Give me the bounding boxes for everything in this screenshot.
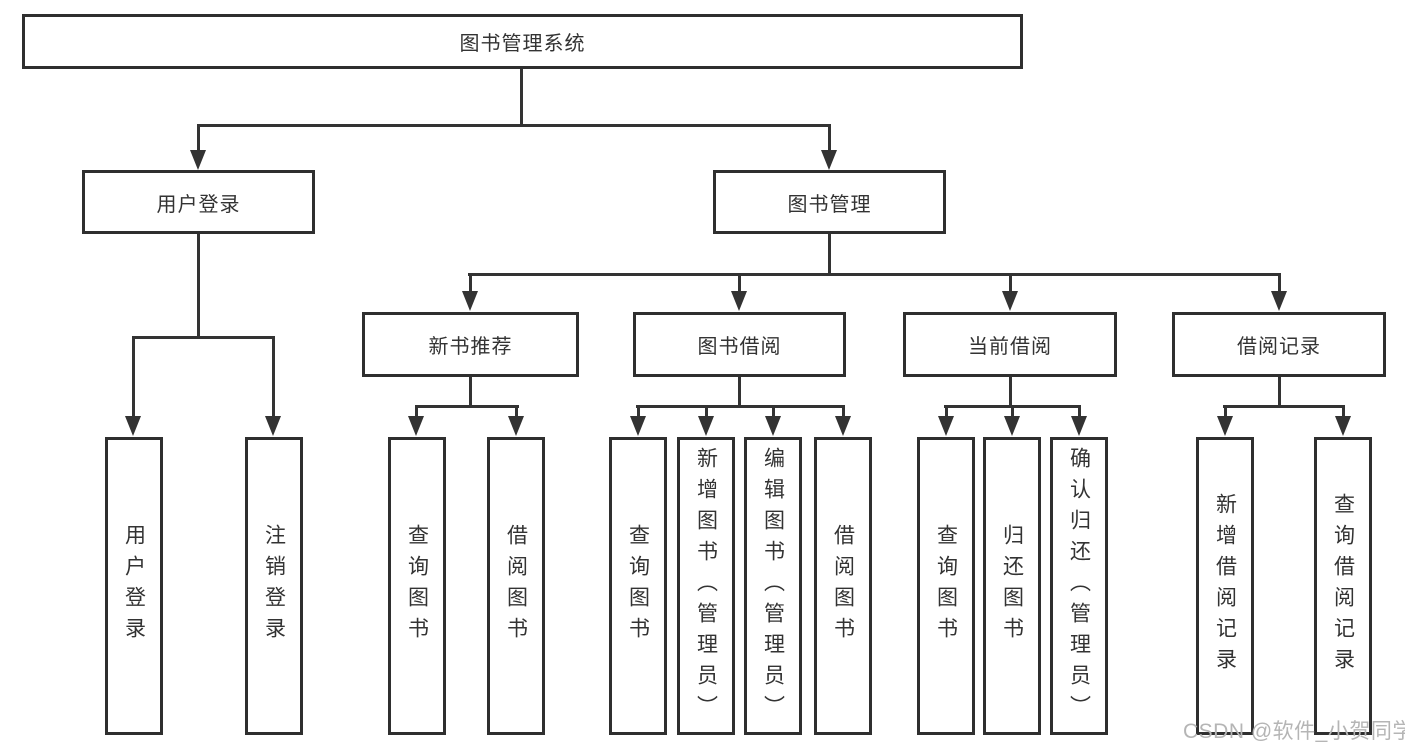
node-new-book-recommend: 新书推荐 (362, 312, 579, 377)
arrow-down-icon (1217, 416, 1233, 436)
connector-line (842, 405, 845, 418)
node-borrowing-records-label: 借阅记录 (1237, 336, 1321, 358)
connector-line (705, 405, 708, 418)
leaf-label: 编辑图书（管理员） (761, 446, 785, 726)
connector-line (1224, 405, 1227, 418)
leaf-query-books-recommend: 查询图书 (388, 437, 446, 735)
connector-line (1342, 405, 1345, 418)
node-root-label: 图书管理系统 (459, 33, 586, 55)
arrow-down-icon (1071, 416, 1087, 436)
connector-line (515, 405, 518, 418)
leaf-label: 归还图书 (1000, 524, 1024, 648)
arrow-down-icon (462, 291, 478, 311)
arrow-down-icon (1335, 416, 1351, 436)
leaf-query-books-current: 查询图书 (917, 437, 975, 735)
node-borrowing-records: 借阅记录 (1172, 312, 1386, 377)
connector-line (1078, 405, 1081, 418)
node-book-borrowing: 图书借阅 (633, 312, 846, 377)
connector-line (738, 377, 741, 408)
arrow-down-icon (630, 416, 646, 436)
connector-line (945, 405, 948, 418)
leaf-label: 用户登录 (122, 524, 146, 648)
arrow-down-icon (125, 416, 141, 436)
connector-line (1223, 405, 1345, 408)
arrow-down-icon (835, 416, 851, 436)
leaf-label: 借阅图书 (831, 524, 855, 648)
arrow-down-icon (1271, 291, 1287, 311)
connector-line (469, 377, 472, 408)
connector-line (197, 124, 831, 127)
node-book-borrowing-label: 图书借阅 (697, 336, 782, 358)
connector-line (738, 273, 741, 292)
arrow-down-icon (938, 416, 954, 436)
connector-line (1278, 273, 1281, 292)
node-new-book-recommend-label: 新书推荐 (428, 336, 513, 358)
leaf-label: 查询图书 (405, 524, 429, 648)
connector-line (415, 405, 418, 418)
connector-line (197, 124, 200, 152)
connector-line (469, 273, 472, 292)
arrow-down-icon (1002, 291, 1018, 311)
leaf-edit-books-admin: 编辑图书（管理员） (744, 437, 802, 735)
connector-line (197, 234, 200, 339)
arrow-down-icon (265, 416, 281, 436)
leaf-label: 确认归还（管理员） (1067, 446, 1091, 726)
leaf-label: 借阅图书 (504, 524, 528, 648)
connector-line (272, 336, 275, 418)
csdn-watermark: CSDN @软件_小贺同学 (1183, 720, 1405, 743)
leaf-label: 查询图书 (626, 524, 650, 648)
leaf-borrow-books-recommend: 借阅图书 (487, 437, 545, 735)
connector-line (468, 273, 1281, 276)
connector-line (637, 405, 640, 418)
node-book-management: 图书管理 (713, 170, 946, 234)
connector-line (636, 405, 845, 408)
leaf-user-login: 用户登录 (105, 437, 163, 735)
connector-line (1011, 405, 1014, 418)
node-current-borrowing: 当前借阅 (903, 312, 1117, 377)
connector-line (520, 69, 523, 124)
leaf-label: 新增借阅记录 (1213, 493, 1237, 679)
arrow-down-icon (821, 150, 837, 170)
connector-line (132, 336, 135, 418)
node-user-login-label: 用户登录 (156, 193, 241, 216)
leaf-confirm-return-admin: 确认归还（管理员） (1050, 437, 1108, 735)
leaf-label: 查询借阅记录 (1331, 493, 1355, 679)
leaf-label: 查询图书 (934, 524, 958, 648)
arrow-down-icon (765, 416, 781, 436)
leaf-add-books-admin: 新增图书（管理员） (677, 437, 735, 735)
node-book-management-label: 图书管理 (787, 193, 872, 216)
leaf-borrow-books: 借阅图书 (814, 437, 872, 735)
leaf-add-borrow-record: 新增借阅记录 (1196, 437, 1254, 735)
leaf-label: 注销登录 (262, 524, 286, 648)
connector-line (828, 124, 831, 152)
arrow-down-icon (190, 150, 206, 170)
leaf-label: 新增图书（管理员） (694, 446, 718, 726)
leaf-return-books: 归还图书 (983, 437, 1041, 735)
arrow-down-icon (1004, 416, 1020, 436)
arrow-down-icon (508, 416, 524, 436)
arrow-down-icon (698, 416, 714, 436)
connector-line (772, 405, 775, 418)
connector-line (1009, 377, 1012, 408)
node-user-login: 用户登录 (82, 170, 315, 234)
arrow-down-icon (731, 291, 747, 311)
connector-line (1278, 377, 1281, 408)
connector-line (132, 336, 275, 339)
node-root: 图书管理系统 (22, 14, 1023, 69)
connector-line (1009, 273, 1012, 292)
arrow-down-icon (408, 416, 424, 436)
connector-line (828, 234, 831, 276)
connector-line (415, 405, 519, 408)
leaf-query-books-borrowing: 查询图书 (609, 437, 667, 735)
leaf-logout: 注销登录 (245, 437, 303, 735)
leaf-query-borrow-record: 查询借阅记录 (1314, 437, 1372, 735)
node-current-borrowing-label: 当前借阅 (968, 336, 1052, 358)
